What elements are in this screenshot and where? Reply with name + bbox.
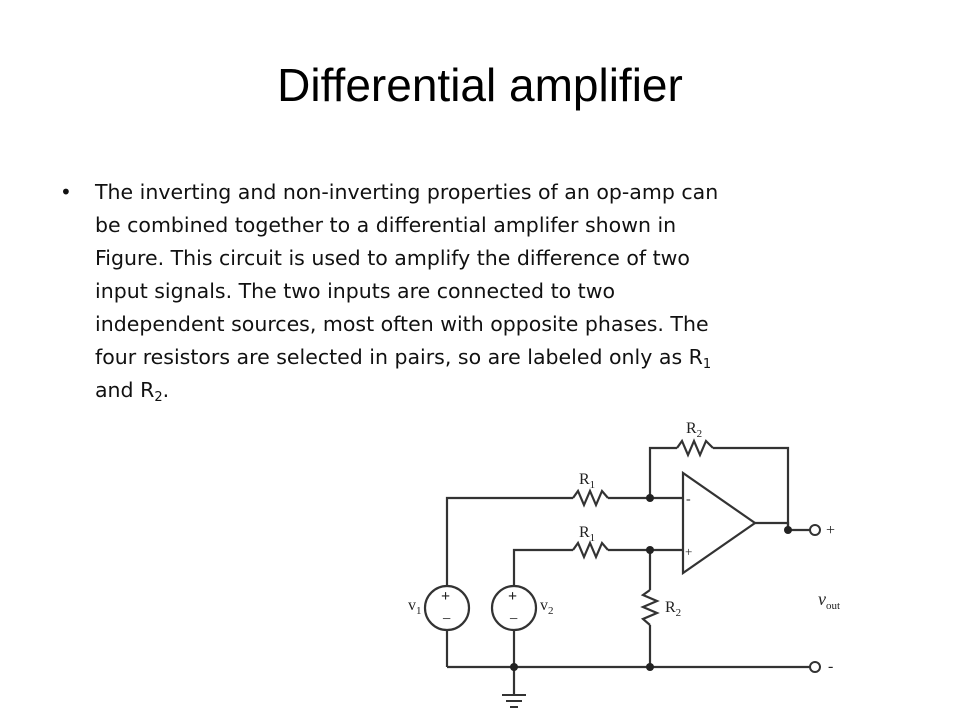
voltage-source-v1 bbox=[423, 584, 471, 632]
bullet-line-1: The inverting and non-inverting properti… bbox=[95, 180, 719, 204]
label-r2-feedback: R2 bbox=[686, 420, 702, 440]
output-terminal-negative bbox=[809, 661, 821, 673]
v2-minus-sign: − bbox=[509, 611, 518, 628]
output-minus-label: - bbox=[828, 658, 833, 675]
label-v1: v1 bbox=[408, 597, 422, 617]
resistor-r1-lower bbox=[572, 540, 609, 560]
bullet-line-6-text: four resistors are selected in pairs, so… bbox=[95, 345, 703, 369]
label-v2: v2 bbox=[540, 597, 554, 617]
opamp-plus-sign: + bbox=[685, 544, 692, 559]
bullet-line-5: independent sources, most often with opp… bbox=[95, 312, 709, 336]
bullet-line-4: input signals. The two inputs are connec… bbox=[95, 279, 616, 303]
resistor-r2-shunt bbox=[640, 589, 660, 626]
bullet-line-7-period: . bbox=[162, 378, 170, 402]
label-r1-upper: R1 bbox=[579, 471, 595, 491]
label-r1-lower: R1 bbox=[579, 524, 595, 544]
label-r2-shunt: R2 bbox=[665, 599, 681, 619]
differential-amplifier-circuit: R2 R1 R1 R2 v1 v2 vout - + + − + − + - bbox=[408, 420, 840, 708]
bullet-line-7: and R2. bbox=[95, 374, 895, 407]
bullet-line-6: four resistors are selected in pairs, so… bbox=[95, 341, 895, 374]
output-plus-label: + bbox=[826, 522, 835, 539]
wire-upper-input bbox=[445, 496, 573, 605]
ground-symbol bbox=[502, 694, 526, 708]
wire-lower-input bbox=[512, 548, 573, 585]
v2-plus-sign: + bbox=[508, 588, 517, 605]
bullet-line-7-text: and R bbox=[95, 378, 155, 402]
wire-output bbox=[755, 521, 810, 532]
bullet-marker: • bbox=[60, 180, 72, 204]
opamp-triangle bbox=[681, 470, 757, 576]
v1-minus-sign: − bbox=[442, 611, 451, 628]
v1-plus-sign: + bbox=[441, 588, 450, 605]
bullet-line-2: be combined together to a differential a… bbox=[95, 213, 677, 237]
bullet-line-6-subscript: 1 bbox=[702, 357, 712, 372]
voltage-source-v2 bbox=[490, 584, 538, 632]
label-vout: vout bbox=[818, 589, 840, 612]
output-terminal-positive bbox=[809, 524, 821, 536]
bullet-line-7-subscript: 2 bbox=[154, 390, 163, 405]
resistor-r1-upper bbox=[572, 488, 609, 508]
wire-feedback-to-output bbox=[713, 446, 790, 530]
junction-dots bbox=[510, 494, 792, 671]
bullet-line-3: Figure. This circuit is used to amplify … bbox=[95, 246, 690, 270]
bullet-text: The inverting and non-inverting properti… bbox=[95, 176, 895, 407]
slide-title: Differential amplifier bbox=[277, 59, 683, 111]
opamp-minus-sign: - bbox=[686, 492, 691, 507]
resistor-r2-feedback bbox=[676, 438, 714, 458]
wire-feedback bbox=[648, 446, 677, 498]
